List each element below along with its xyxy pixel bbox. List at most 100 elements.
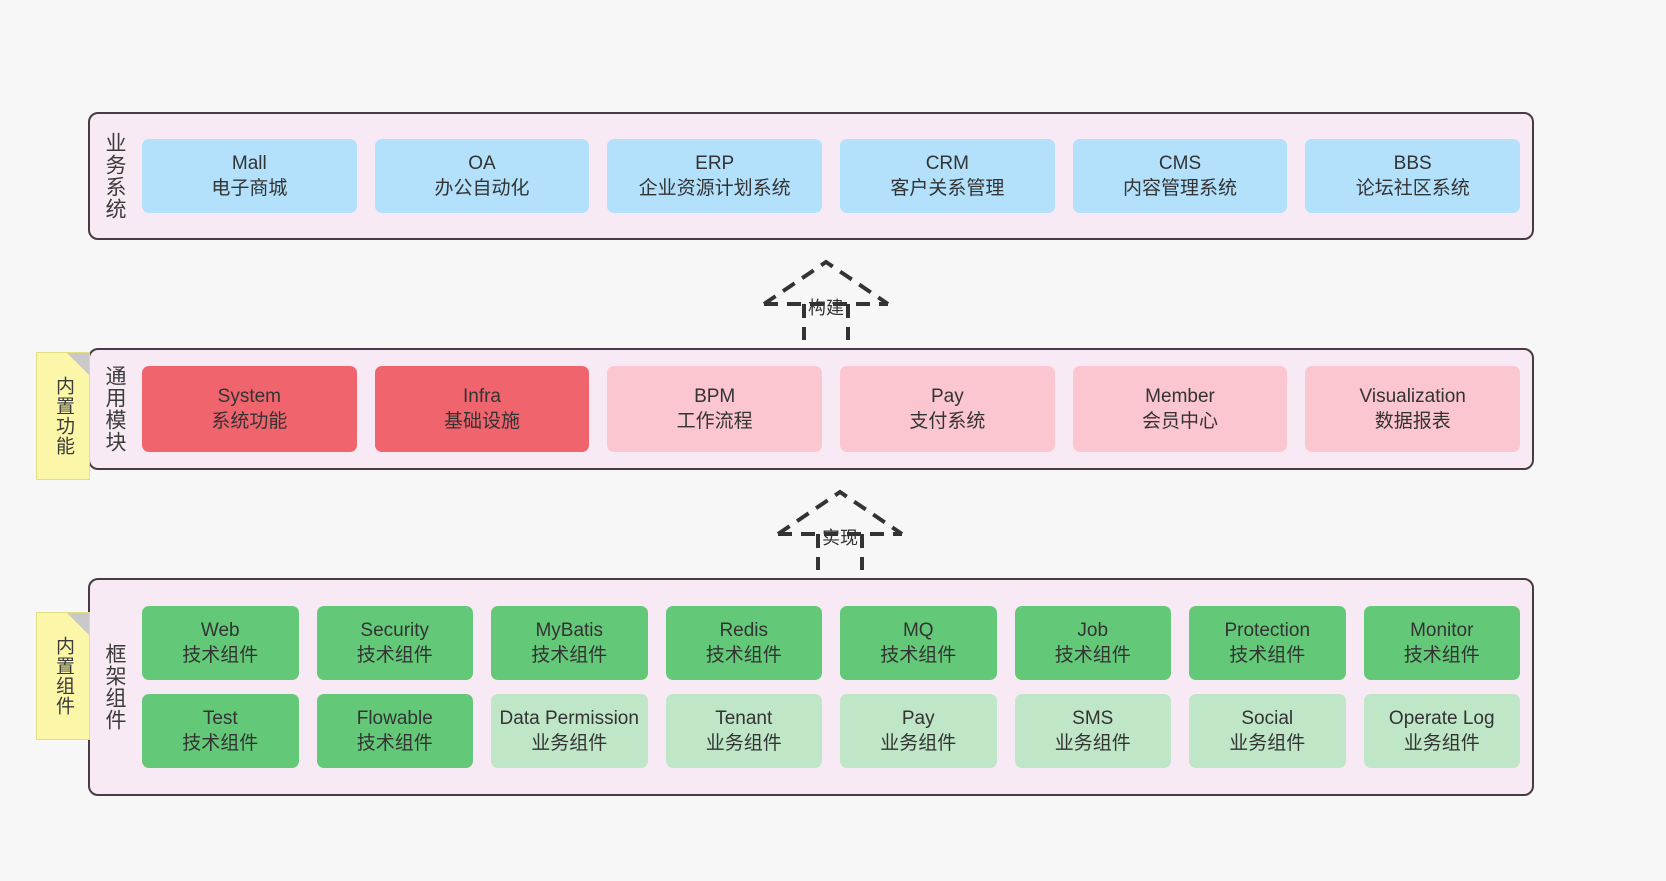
layer-business-system[interactable]: 业务系统 Mall 电子商城 OA 办公自动化 ERP 企业资源计划系统 CRM… — [88, 112, 1534, 240]
sticky-note-builtin-function[interactable]: 内置功能 — [36, 352, 90, 480]
sticky-note-label: 内置组件 — [53, 636, 75, 716]
connector-implement-label: 实现 — [822, 528, 858, 548]
node-monitor[interactable]: Monitor 技术组件 — [1363, 606, 1520, 680]
layer-title-framework-component: 框架组件 — [102, 643, 126, 731]
node-title: Tenant — [715, 707, 773, 729]
layer-title-business-system: 业务系统 — [102, 132, 126, 220]
node-subtitle: 电子商城 — [211, 178, 288, 199]
node-title: Pay — [930, 385, 964, 407]
node-subtitle: 数据报表 — [1374, 411, 1451, 432]
node-cms[interactable]: CMS 内容管理系统 — [1072, 139, 1288, 213]
layer-row: Web 技术组件 Security 技术组件 MyBatis 技术组件 Redi… — [142, 606, 1520, 680]
node-title: OA — [468, 152, 496, 174]
node-subtitle: 技术组件 — [531, 645, 608, 666]
node-crm[interactable]: CRM 客户关系管理 — [840, 139, 1055, 213]
node-sms[interactable]: SMS 业务组件 — [1014, 694, 1171, 768]
node-subtitle: 技术组件 — [356, 645, 433, 666]
node-title: Job — [1077, 619, 1109, 641]
layer-body-framework-component: Web 技术组件 Security 技术组件 MyBatis 技术组件 Redi… — [138, 580, 1532, 794]
layer-framework-component[interactable]: 框架组件 Web 技术组件 Security 技术组件 MyBatis 技术组件… — [88, 578, 1534, 796]
node-title: Member — [1145, 385, 1215, 407]
node-subtitle: 客户关系管理 — [890, 178, 1005, 199]
node-title: System — [217, 385, 282, 407]
node-system[interactable]: System 系统功能 — [142, 366, 357, 452]
node-redis[interactable]: Redis 技术组件 — [665, 606, 822, 680]
node-data-permission[interactable]: Data Permission 业务组件 — [491, 694, 648, 768]
node-subtitle: 业务组件 — [1054, 733, 1131, 754]
node-title: BPM — [694, 385, 736, 407]
layer-row: Mall 电子商城 OA 办公自动化 ERP 企业资源计划系统 CRM 客户关系… — [142, 139, 1521, 213]
folded-corner-icon — [67, 353, 89, 375]
node-subtitle: 业务组件 — [531, 733, 608, 754]
node-subtitle: 技术组件 — [1403, 645, 1480, 666]
node-subtitle: 业务组件 — [880, 733, 957, 754]
connector-implement: 实现 — [770, 488, 920, 570]
node-subtitle: 基础设施 — [444, 411, 521, 432]
node-security[interactable]: Security 技术组件 — [316, 606, 473, 680]
node-title: CRM — [925, 152, 969, 174]
node-title: ERP — [695, 152, 735, 174]
node-mybatis[interactable]: MyBatis 技术组件 — [491, 606, 648, 680]
layer-body-business-system: Mall 电子商城 OA 办公自动化 ERP 企业资源计划系统 CRM 客户关系… — [138, 114, 1532, 238]
node-subtitle: 技术组件 — [880, 645, 957, 666]
node-subtitle: 支付系统 — [909, 411, 986, 432]
node-subtitle: 技术组件 — [182, 645, 259, 666]
node-subtitle: 系统功能 — [211, 411, 288, 432]
node-infra[interactable]: Infra 基础设施 — [374, 366, 590, 452]
node-subtitle: 内容管理系统 — [1123, 178, 1238, 199]
node-subtitle: 技术组件 — [705, 645, 782, 666]
node-title: Infra — [462, 385, 502, 407]
connector-build-label: 构建 — [808, 298, 844, 318]
node-subtitle: 技术组件 — [1054, 645, 1131, 666]
node-title: Visualization — [1359, 385, 1466, 407]
node-title: Mall — [231, 152, 267, 174]
node-title: Protection — [1224, 619, 1311, 641]
node-subtitle: 业务组件 — [1403, 733, 1480, 754]
node-visualization[interactable]: Visualization 数据报表 — [1305, 366, 1521, 452]
node-title: BBS — [1393, 152, 1432, 174]
node-tenant[interactable]: Tenant 业务组件 — [665, 694, 822, 768]
node-job[interactable]: Job 技术组件 — [1014, 606, 1171, 680]
node-test[interactable]: Test 技术组件 — [142, 694, 299, 768]
layer-row: Test 技术组件 Flowable 技术组件 Data Permission … — [142, 694, 1520, 768]
node-subtitle: 工作流程 — [676, 411, 753, 432]
layer-row: System 系统功能 Infra 基础设施 BPM 工作流程 Pay 支付系统… — [142, 366, 1521, 452]
node-title: Security — [360, 619, 430, 641]
layer-common-module[interactable]: 通用模块 System 系统功能 Infra 基础设施 BPM 工作流程 Pay… — [88, 348, 1534, 470]
node-pay-business[interactable]: Pay 业务组件 — [840, 694, 997, 768]
node-subtitle: 技术组件 — [1229, 645, 1306, 666]
layer-body-common-module: System 系统功能 Infra 基础设施 BPM 工作流程 Pay 支付系统… — [138, 350, 1532, 468]
node-title: CMS — [1158, 152, 1202, 174]
node-protection[interactable]: Protection 技术组件 — [1189, 606, 1346, 680]
folded-corner-icon — [67, 613, 89, 635]
node-social[interactable]: Social 业务组件 — [1189, 694, 1346, 768]
node-oa[interactable]: OA 办公自动化 — [374, 139, 590, 213]
node-title: Pay — [901, 707, 935, 729]
node-flowable[interactable]: Flowable 技术组件 — [316, 694, 473, 768]
sticky-note-label: 内置功能 — [53, 376, 75, 456]
node-member[interactable]: Member 会员中心 — [1072, 366, 1288, 452]
node-subtitle: 企业资源计划系统 — [638, 178, 791, 199]
node-title: Test — [202, 707, 238, 729]
node-subtitle: 论坛社区系统 — [1355, 178, 1470, 199]
node-mall[interactable]: Mall 电子商城 — [142, 139, 357, 213]
node-bpm[interactable]: BPM 工作流程 — [607, 366, 823, 452]
sticky-note-builtin-component[interactable]: 内置组件 — [36, 612, 90, 740]
node-pay[interactable]: Pay 支付系统 — [840, 366, 1055, 452]
node-mq[interactable]: MQ 技术组件 — [840, 606, 997, 680]
node-operate-log[interactable]: Operate Log 业务组件 — [1363, 694, 1520, 768]
node-title: Data Permission — [499, 707, 639, 729]
node-title: MyBatis — [535, 619, 604, 641]
node-web[interactable]: Web 技术组件 — [142, 606, 299, 680]
node-title: Redis — [719, 619, 769, 641]
layer-title-common-module: 通用模块 — [102, 365, 126, 453]
node-subtitle: 技术组件 — [182, 733, 259, 754]
node-title: Operate Log — [1388, 707, 1495, 729]
node-bbs[interactable]: BBS 论坛社区系统 — [1305, 139, 1521, 213]
node-erp[interactable]: ERP 企业资源计划系统 — [607, 139, 823, 213]
node-subtitle: 技术组件 — [356, 733, 433, 754]
node-title: MQ — [902, 619, 934, 641]
node-subtitle: 会员中心 — [1142, 411, 1219, 432]
node-title: Flowable — [356, 707, 433, 729]
